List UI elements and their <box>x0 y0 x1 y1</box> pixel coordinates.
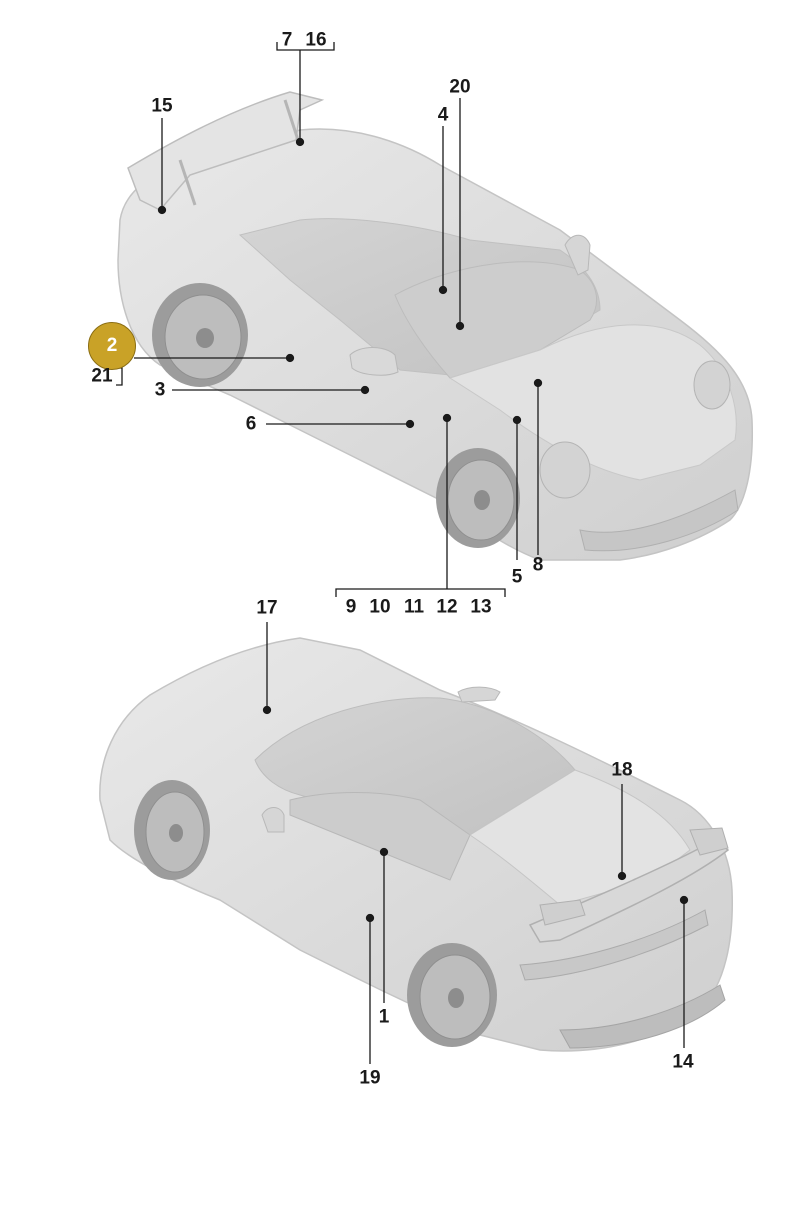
car-rear-side-window <box>289 792 471 881</box>
callout-1[interactable]: 1 <box>378 1006 390 1028</box>
callout-12[interactable]: 12 <box>436 596 458 618</box>
callout-7[interactable]: 7 <box>281 29 293 51</box>
callout-16[interactable]: 16 <box>305 29 327 51</box>
callout-4[interactable]: 4 <box>437 104 449 126</box>
car-front-rear-wheel <box>152 283 248 387</box>
car-rear-view <box>99 637 734 1052</box>
callout-11[interactable]: 11 <box>403 596 425 618</box>
car-front-front-wheel <box>436 448 520 548</box>
car-rear-front-wheel <box>134 780 210 880</box>
callout-13[interactable]: 13 <box>470 596 492 618</box>
callout-10[interactable]: 10 <box>369 596 391 618</box>
callout-9[interactable]: 9 <box>345 596 357 618</box>
callout-14[interactable]: 14 <box>672 1051 694 1073</box>
car-front-side-mirror <box>349 347 399 376</box>
callout-21[interactable]: 21 <box>91 365 113 387</box>
callout-6[interactable]: 6 <box>245 413 257 435</box>
callout-19[interactable]: 19 <box>359 1067 381 1089</box>
leader-lines-bottom <box>262 622 689 1064</box>
callout-15[interactable]: 15 <box>151 95 173 117</box>
callout-2-highlighted[interactable]: 2 <box>88 322 136 370</box>
car-front-rear-wing <box>127 91 325 211</box>
callout-18[interactable]: 18 <box>611 759 633 781</box>
car-rear-rear-wheel <box>407 943 497 1047</box>
car-rear-engine-lid <box>469 769 691 906</box>
callout-20[interactable]: 20 <box>449 76 471 98</box>
callout-17[interactable]: 17 <box>256 597 278 619</box>
callout-8[interactable]: 8 <box>532 554 544 576</box>
car-front-view <box>117 91 754 561</box>
leader-lines-top <box>116 42 543 597</box>
callout-3[interactable]: 3 <box>154 379 166 401</box>
callout-5[interactable]: 5 <box>511 566 523 588</box>
